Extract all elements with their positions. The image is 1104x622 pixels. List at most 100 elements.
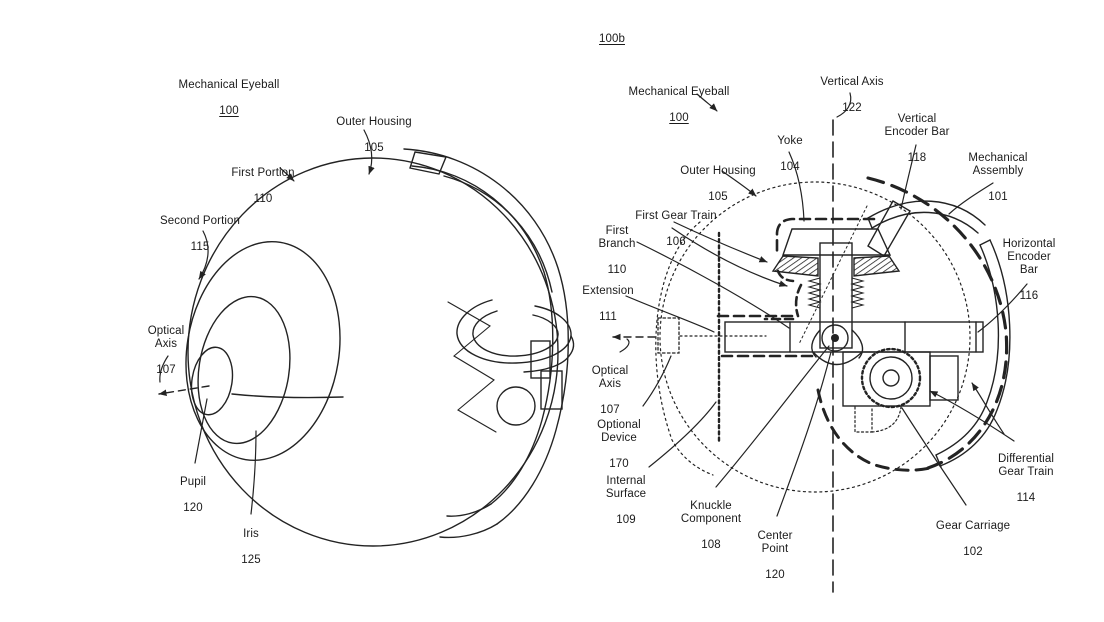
leader-optical-axis <box>619 338 630 353</box>
leader-gear-carriage <box>901 407 967 506</box>
second-portion-boundary <box>185 241 341 461</box>
label-iris-125: Iris 125 <box>241 515 261 580</box>
label-first-branch-110: First Branch 110 <box>598 212 635 290</box>
label-text: Mechanical Eyeball <box>178 79 280 91</box>
horizontal-encoder-bar-outer <box>939 239 1011 467</box>
label-ref: 105 <box>364 142 384 154</box>
worm-teeth-left <box>807 277 822 309</box>
label-text: Yoke <box>777 135 803 147</box>
dashed-yoke-outline <box>775 217 876 254</box>
label-optical-axis-107-left: Optical Axis 107 <box>148 312 185 390</box>
lower-band-inner <box>446 503 492 517</box>
label-ref: 120 <box>765 569 785 581</box>
label-horizontal-encoder-bar-116: Horizontal Encoder Bar 116 <box>1003 225 1056 316</box>
label-pupil-120: Pupil 120 <box>180 463 206 528</box>
label-gear-carriage-102: Gear Carriage 102 <box>936 507 1010 572</box>
label-first-gear-train-106: First Gear Train 106 <box>635 197 716 262</box>
shaft-rounded-bottom <box>813 352 862 366</box>
leader-differential-gear-train-1 <box>929 390 1015 442</box>
leader-iris <box>250 430 257 515</box>
right-view-leaders <box>619 92 1028 517</box>
label-ref: 105 <box>708 191 728 203</box>
leader-differential-gear-train-2 <box>971 382 1005 435</box>
label-outer-housing-105-right: Outer Housing 105 <box>680 152 755 217</box>
iris-ellipse <box>197 295 291 445</box>
shaft-flare-left <box>811 329 821 358</box>
label-ref: 101 <box>988 191 1008 203</box>
label-ref: 122 <box>842 102 862 114</box>
label-ref: 170 <box>609 458 629 470</box>
label-internal-surface-109: Internal Surface 109 <box>606 462 646 540</box>
second-band <box>443 175 553 293</box>
differential-gear-hub <box>882 369 900 387</box>
label-ref: 100 <box>669 112 689 124</box>
label-ref: 111 <box>599 311 617 323</box>
label-ref: 100 <box>219 105 239 117</box>
leader-vertical-encoder-bar <box>900 144 917 210</box>
vertical-encoder-bar-inner <box>871 211 979 234</box>
label-vertical-encoder-bar-118: Vertical Encoder Bar 118 <box>884 100 949 178</box>
iris-equator-line <box>231 393 344 399</box>
leader-first-gear-train-1 <box>673 221 768 263</box>
figure-number-text: 100b <box>599 33 625 45</box>
label-first-portion-110: First Portion 110 <box>231 154 294 219</box>
label-text: Optical Axis <box>147 325 185 350</box>
carriage-foot-arc-dotted <box>871 406 902 433</box>
label-center-point-120: Center Point 120 <box>757 517 792 595</box>
leader-internal-surface <box>648 401 717 468</box>
gear-carriage-dashed-outline <box>816 388 932 472</box>
leader-outer-housing <box>363 129 375 175</box>
label-optional-device-170: Optional Device 170 <box>597 406 641 484</box>
label-text: Center Point <box>757 530 793 555</box>
label-text: Knuckle Component <box>680 500 742 525</box>
label-text: Internal Surface <box>605 475 647 500</box>
dashed-yoke-hook-2 <box>794 283 803 318</box>
optional-device-dotted-box <box>657 317 680 354</box>
leader-vertical-axis <box>836 92 852 118</box>
label-ref: 102 <box>963 546 983 558</box>
label-ref: 114 <box>1016 492 1036 504</box>
mechanical-assembly-dashed-arc <box>866 176 1009 470</box>
leader-center-point <box>776 351 832 517</box>
differential-gear-disc <box>869 356 913 400</box>
yoke-top-plate <box>782 228 892 256</box>
leader-outer-housing <box>721 170 757 197</box>
label-optical-axis-107-right: Optical Axis 107 <box>592 352 629 430</box>
label-mechanical-eyeball-100-left: Mechanical Eyeball 100 <box>179 66 280 131</box>
label-second-portion-115: Second Portion 115 <box>160 202 240 267</box>
diagonal-arm <box>867 200 911 257</box>
label-text: Vertical Encoder Bar <box>884 113 950 138</box>
label-text: Horizontal Encoder Bar <box>1002 238 1056 276</box>
label-text: Gear Carriage <box>935 520 1011 532</box>
label-ref: 109 <box>616 514 636 526</box>
label-ref: 110 <box>253 193 273 205</box>
pupil-ellipse <box>190 346 234 416</box>
label-text: First Portion <box>231 167 295 179</box>
carriage-side-block <box>929 355 959 401</box>
right-view-drawing <box>612 92 1028 593</box>
label-outer-housing-105-left: Outer Housing 105 <box>336 103 411 168</box>
label-vertical-axis-122: Vertical Axis 122 <box>820 63 883 128</box>
hidden-dashed-outlines <box>716 217 876 358</box>
label-text: Differential Gear Train <box>998 453 1054 478</box>
leader-first-portion <box>279 167 295 182</box>
horizontal-encoder-bar-inner <box>935 244 1000 456</box>
leader-optical-axis <box>159 355 169 383</box>
truss-zigzag <box>447 301 497 433</box>
vertical-encoder-bar-outer <box>867 200 986 226</box>
label-mechanical-assembly-101: Mechanical Assembly 101 <box>968 139 1027 217</box>
label-yoke-104: Yoke 104 <box>777 122 803 187</box>
carriage-foot-dotted <box>854 406 873 433</box>
differential-gear-teeth-ring <box>860 347 922 409</box>
leader-horizontal-encoder-bar <box>977 283 1028 333</box>
worm-teeth-right <box>850 277 865 309</box>
back-band-outer <box>403 148 569 525</box>
label-text: Mechanical Assembly <box>968 152 1028 177</box>
leader-knuckle-component <box>715 345 830 488</box>
motor-ball <box>496 386 536 426</box>
label-ref: 116 <box>1019 290 1039 302</box>
bevel-gear-left <box>771 255 819 277</box>
leader-extension <box>625 295 715 333</box>
